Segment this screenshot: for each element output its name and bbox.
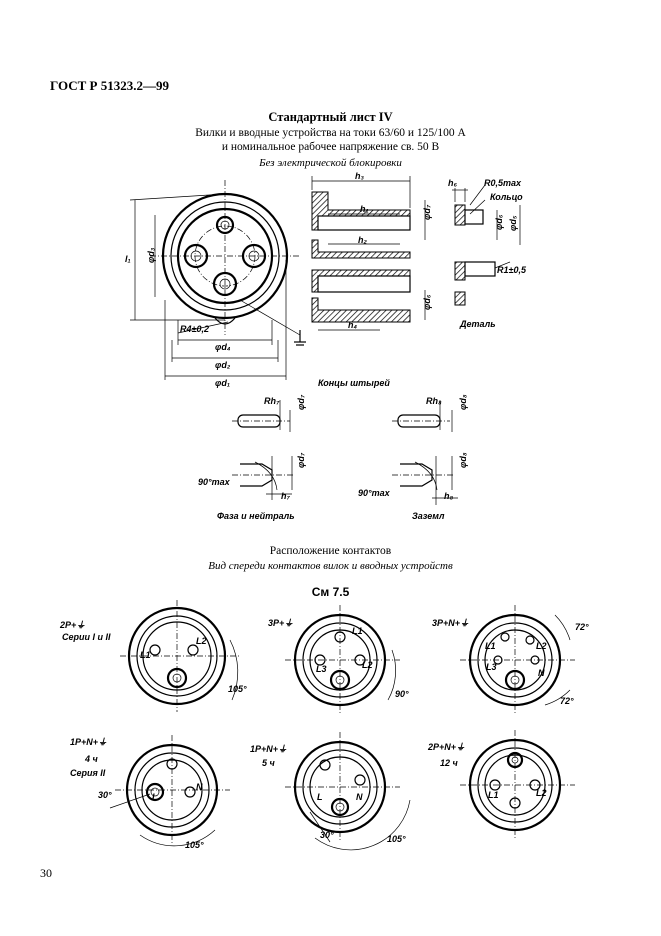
label-h1: h₁ [360, 204, 369, 214]
view3-c2: L2 [536, 641, 547, 651]
view4-c2: N [196, 782, 203, 792]
label-h3: h₃ [355, 171, 364, 181]
view6-name: 2P+N+⏚ [427, 742, 465, 752]
subtitle: Без электрической блокировки [259, 157, 402, 169]
label-dd6: φd₆ [422, 294, 432, 310]
section-view: h₃ h₁ h₂ h₄ φd₇ φd₆ Концы штырей [311, 171, 432, 388]
view6-c2: L2 [536, 788, 547, 798]
label-h7: h₇ [281, 491, 290, 501]
front-view: l₁ φd₃ R4±0,2 φd₄ φd₂ φd₁ [125, 180, 306, 388]
view3-angle2: 72° [560, 696, 574, 706]
label-dd7: φd₇ [422, 204, 432, 220]
contact-right [241, 243, 267, 269]
view5-angle: 30° [320, 830, 334, 840]
view3-c4: N [538, 668, 545, 678]
view5-desc: 5 ч [262, 758, 276, 768]
detail-view: h₆ R0,5max Кольцо φd₅ φd₆ R1±0,5 Деталь [448, 178, 527, 329]
label-d5: φd₅ [508, 215, 518, 231]
sheet-title: Стандартный лист IV [268, 110, 393, 124]
label-earth: Заземл [412, 511, 445, 521]
view5-c2: N [356, 792, 363, 802]
contact-view-5: 1P+N+⏚ 5 ч 30° 105° L N [250, 732, 411, 851]
pin-details: Rh₇ φd₇ Rh₈ φd₈ 90°max h₇ φd₇ Фаза и ней… [198, 394, 468, 521]
label-h4: h₄ [348, 320, 357, 330]
view4-c1: L [152, 792, 158, 802]
view2-name: 3P+⏚ [268, 618, 293, 628]
contact-view-4: 1P+N+⏚ 4 ч Серия II 30° 105° L N [70, 735, 230, 850]
title-line-1: Вилки и вводные устройства на токи 63/60… [195, 127, 466, 139]
view3-angle: 72° [575, 622, 589, 632]
label-detail: Деталь [459, 319, 496, 329]
contact-top [215, 215, 235, 235]
view4-angle: 30° [98, 790, 112, 800]
label-rh8: Rh₈ [426, 396, 442, 406]
view2-angle: 90° [395, 689, 409, 699]
label-d7b: φd₇ [296, 452, 306, 468]
contact-view-6: 2P+N+⏚ 12 ч L1 L2 [427, 730, 575, 840]
view4-angle2: 105° [185, 840, 204, 850]
view1-angle: 105° [228, 684, 247, 694]
label-90b: 90°max [358, 488, 391, 498]
contacts-subtitle: Вид спереди контактов вилок и вводных ус… [208, 560, 453, 572]
label-d1: φd₁ [215, 378, 230, 388]
label-d8b: φd₈ [458, 452, 468, 468]
label-h6: h₆ [448, 178, 457, 188]
label-pin-ends: Концы штырей [318, 378, 390, 388]
label-r42: R4±0,2 [180, 324, 209, 334]
contact-view-1: 2P+⏚ Серии I и II 105° L1 L2 [59, 600, 247, 712]
contacts-title: Расположение контактов [269, 545, 392, 557]
view4-name: 1P+N+⏚ [70, 737, 107, 747]
label-ring: Кольцо [490, 192, 523, 202]
doc-code: ГОСТ Р 51323.2—99 [50, 78, 169, 93]
view2-c2: L2 [362, 660, 373, 670]
label-d4: φd₄ [215, 342, 231, 352]
view5-angle2: 105° [387, 834, 406, 844]
view3-c3: L3 [486, 662, 497, 672]
view1-c1: L1 [140, 650, 151, 660]
view4-desc2: Серия II [70, 768, 106, 778]
view5-c1: L [317, 792, 323, 802]
label-d2: φd₂ [215, 360, 231, 370]
label-90a: 90°max [198, 477, 231, 487]
label-d8a: φd₈ [458, 394, 468, 410]
label-r05: R0,5max [484, 178, 522, 188]
view2-c3: L3 [316, 664, 327, 674]
title-line-2: и номинальное рабочее напряжение св. 50 … [221, 141, 440, 153]
label-phase: Фаза и нейтраль [217, 511, 295, 521]
view3-c1: L1 [485, 641, 496, 651]
contact-view-2: 3P+⏚ 90° L1 L2 L3 [268, 605, 409, 715]
view1-desc: Серии I и II [62, 632, 111, 642]
page-number: 30 [40, 866, 52, 880]
label-h2: h₂ [358, 235, 367, 245]
contact-left [183, 243, 209, 269]
view5-name: 1P+N+⏚ [250, 744, 287, 754]
view1-c2: L2 [196, 636, 207, 646]
contacts-ref: См 7.5 [311, 585, 350, 599]
view6-desc: 12 ч [440, 758, 459, 768]
label-d6b: φd₆ [494, 214, 504, 230]
view1-name: 2P+⏚ [59, 620, 85, 630]
label-d7a: φd₇ [296, 394, 306, 410]
label-d3: φd₃ [146, 247, 156, 263]
label-rh7: Rh₇ [264, 396, 280, 406]
view4-desc: 4 ч [84, 754, 99, 764]
contact-earth [212, 271, 238, 297]
label-h8: h₈ [444, 491, 453, 501]
label-r1: R1±0,5 [497, 265, 527, 275]
view3-name: 3P+N+⏚ [432, 618, 469, 628]
view2-c1: L1 [352, 626, 363, 636]
view6-c1: L1 [488, 790, 499, 800]
label-l1: l₁ [125, 254, 131, 264]
contact-view-3: 3P+N+⏚ 72° 72° L1 L2 L3 N [432, 605, 589, 715]
